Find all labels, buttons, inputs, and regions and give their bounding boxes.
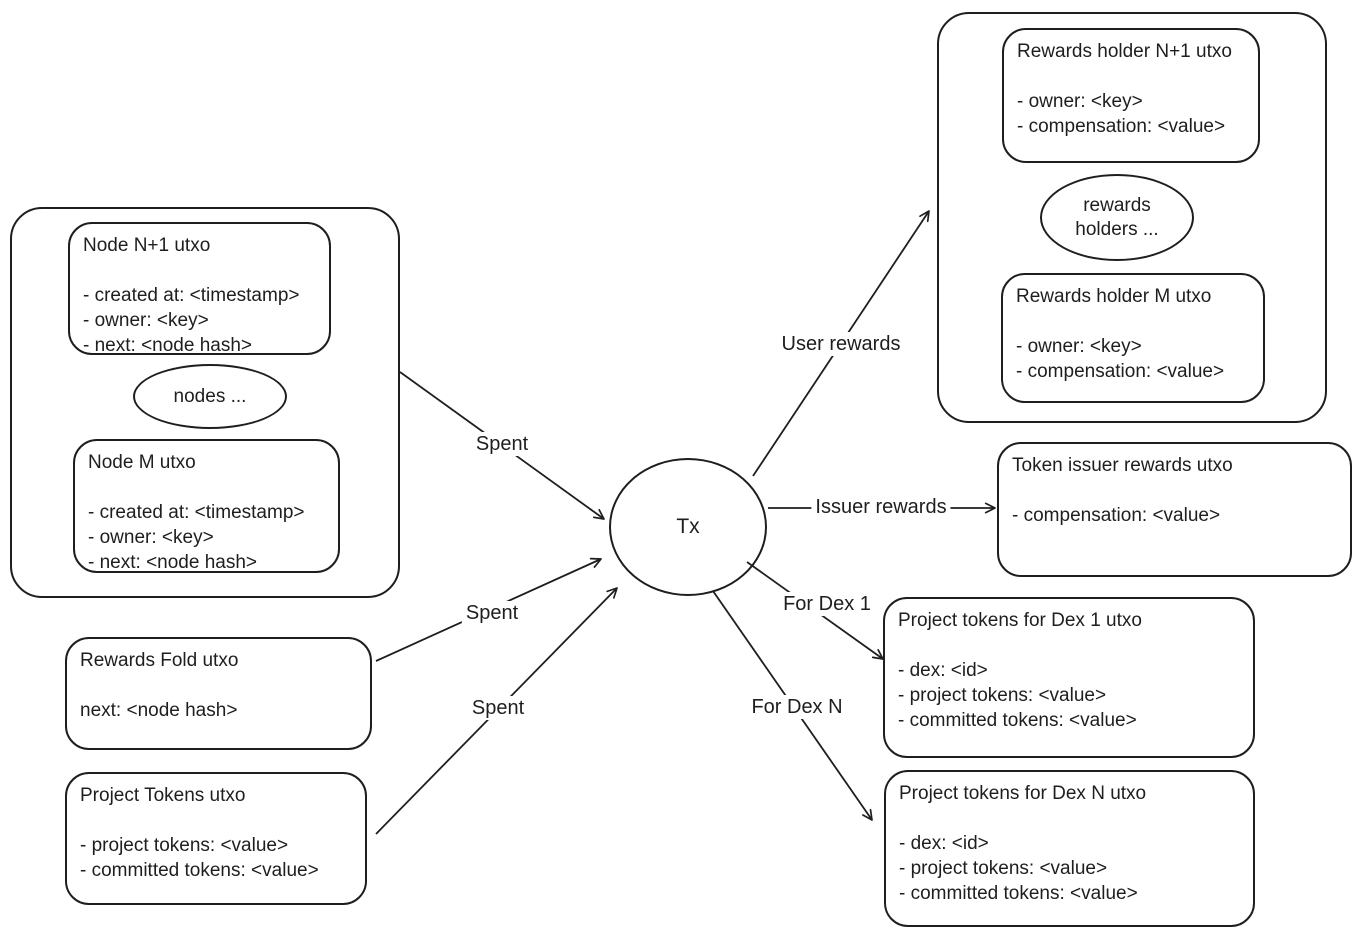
issuer-rewards-arrow-label: Issuer rewards [811, 495, 951, 519]
field-created-at: - created at: <timestamp> [88, 502, 305, 523]
box-fields: - project tokens: <value> - committed to… [80, 833, 352, 883]
field-next: - next: <node hash> [83, 335, 253, 356]
box-title: Project Tokens utxo [80, 785, 246, 806]
field-dex: - dex: <id> [898, 660, 988, 681]
token-issuer-rewards-utxo-box[interactable]: Token issuer rewards utxo - compensation… [997, 442, 1352, 577]
rewards-holder-m-utxo-box[interactable]: Rewards holder M utxo - owner: <key> - c… [1001, 273, 1265, 403]
field-next: - next: <node hash> [88, 552, 258, 573]
box-fields: - owner: <key> - compensation: <value> [1017, 89, 1245, 139]
project-tokens-dex-n-utxo-box[interactable]: Project tokens for Dex N utxo - dex: <id… [884, 770, 1255, 927]
field-compensation: - compensation: <value> [1017, 116, 1226, 137]
for-dex-1-arrow-label: For Dex 1 [779, 592, 875, 616]
node-n1-utxo-box[interactable]: Node N+1 utxo - created at: <timestamp> … [68, 222, 331, 358]
box-title: Token issuer rewards utxo [1012, 455, 1233, 476]
box-fields: - created at: <timestamp> - owner: <key>… [83, 283, 316, 358]
box-title: Rewards holder N+1 utxo [1017, 41, 1232, 62]
box-fields: - created at: <timestamp> - owner: <key>… [88, 500, 325, 575]
project-tokens-utxo-box[interactable]: Project Tokens utxo - project tokens: <v… [65, 772, 367, 905]
box-fields: next: <node hash> [80, 698, 357, 723]
tx-node[interactable]: Tx [609, 458, 767, 596]
rewards-holders-ellipsis-shape[interactable]: rewards holders ... [1040, 174, 1194, 261]
box-title: Project tokens for Dex N utxo [899, 783, 1147, 804]
field-project-tokens: - project tokens: <value> [80, 835, 289, 856]
box-fields: - dex: <id> - project tokens: <value> - … [898, 658, 1240, 733]
box-fields: - compensation: <value> [1012, 503, 1337, 528]
spent-fold-arrow-label: Spent [461, 601, 523, 625]
project-tokens-dex-1-utxo-box[interactable]: Project tokens for Dex 1 utxo - dex: <id… [883, 597, 1255, 758]
field-compensation: - compensation: <value> [1012, 505, 1221, 526]
field-dex: - dex: <id> [899, 833, 989, 854]
field-owner: - owner: <key> [1017, 91, 1143, 112]
box-fields: - dex: <id> - project tokens: <value> - … [899, 831, 1240, 906]
field-committed-tokens: - committed tokens: <value> [898, 710, 1137, 731]
field-project-tokens: - project tokens: <value> [898, 685, 1107, 706]
rewards-holder-n1-utxo-box[interactable]: Rewards holder N+1 utxo - owner: <key> -… [1002, 28, 1260, 163]
box-title: Rewards holder M utxo [1016, 286, 1212, 307]
nodes-ellipsis-shape[interactable]: nodes ... [133, 364, 287, 429]
field-owner: - owner: <key> [1016, 336, 1142, 357]
field-committed-tokens: - committed tokens: <value> [899, 883, 1138, 904]
box-fields: - owner: <key> - compensation: <value> [1016, 334, 1250, 384]
user-rewards-arrow-label: User rewards [777, 332, 905, 356]
nodes-ellipsis-label: nodes ... [173, 385, 247, 407]
tx-label: Tx [676, 515, 700, 538]
field-project-tokens: - project tokens: <value> [899, 858, 1108, 879]
spent-project-arrow-label: Spent [467, 696, 529, 720]
field-committed-tokens: - committed tokens: <value> [80, 860, 319, 881]
spent-nodes-arrow-label: Spent [471, 432, 533, 456]
field-compensation: - compensation: <value> [1016, 361, 1225, 382]
field-created-at: - created at: <timestamp> [83, 285, 300, 306]
for-dex-n-arrow-label: For Dex N [747, 695, 847, 719]
rewards-fold-utxo-box[interactable]: Rewards Fold utxo next: <node hash> [65, 637, 372, 750]
box-title: Node M utxo [88, 452, 196, 473]
box-title: Rewards Fold utxo [80, 650, 239, 671]
nodes-group-container[interactable] [10, 207, 400, 598]
field-owner: - owner: <key> [88, 527, 214, 548]
box-title: Node N+1 utxo [83, 235, 211, 256]
holders-ellipsis-line2: holders ... [1075, 218, 1159, 240]
node-m-utxo-box[interactable]: Node M utxo - created at: <timestamp> - … [73, 439, 340, 573]
holders-ellipsis-line1: rewards [1083, 194, 1151, 216]
rewards-holders-group-container[interactable] [937, 12, 1327, 423]
box-title: Project tokens for Dex 1 utxo [898, 610, 1142, 631]
field-next: next: <node hash> [80, 700, 238, 721]
field-owner: - owner: <key> [83, 310, 209, 331]
